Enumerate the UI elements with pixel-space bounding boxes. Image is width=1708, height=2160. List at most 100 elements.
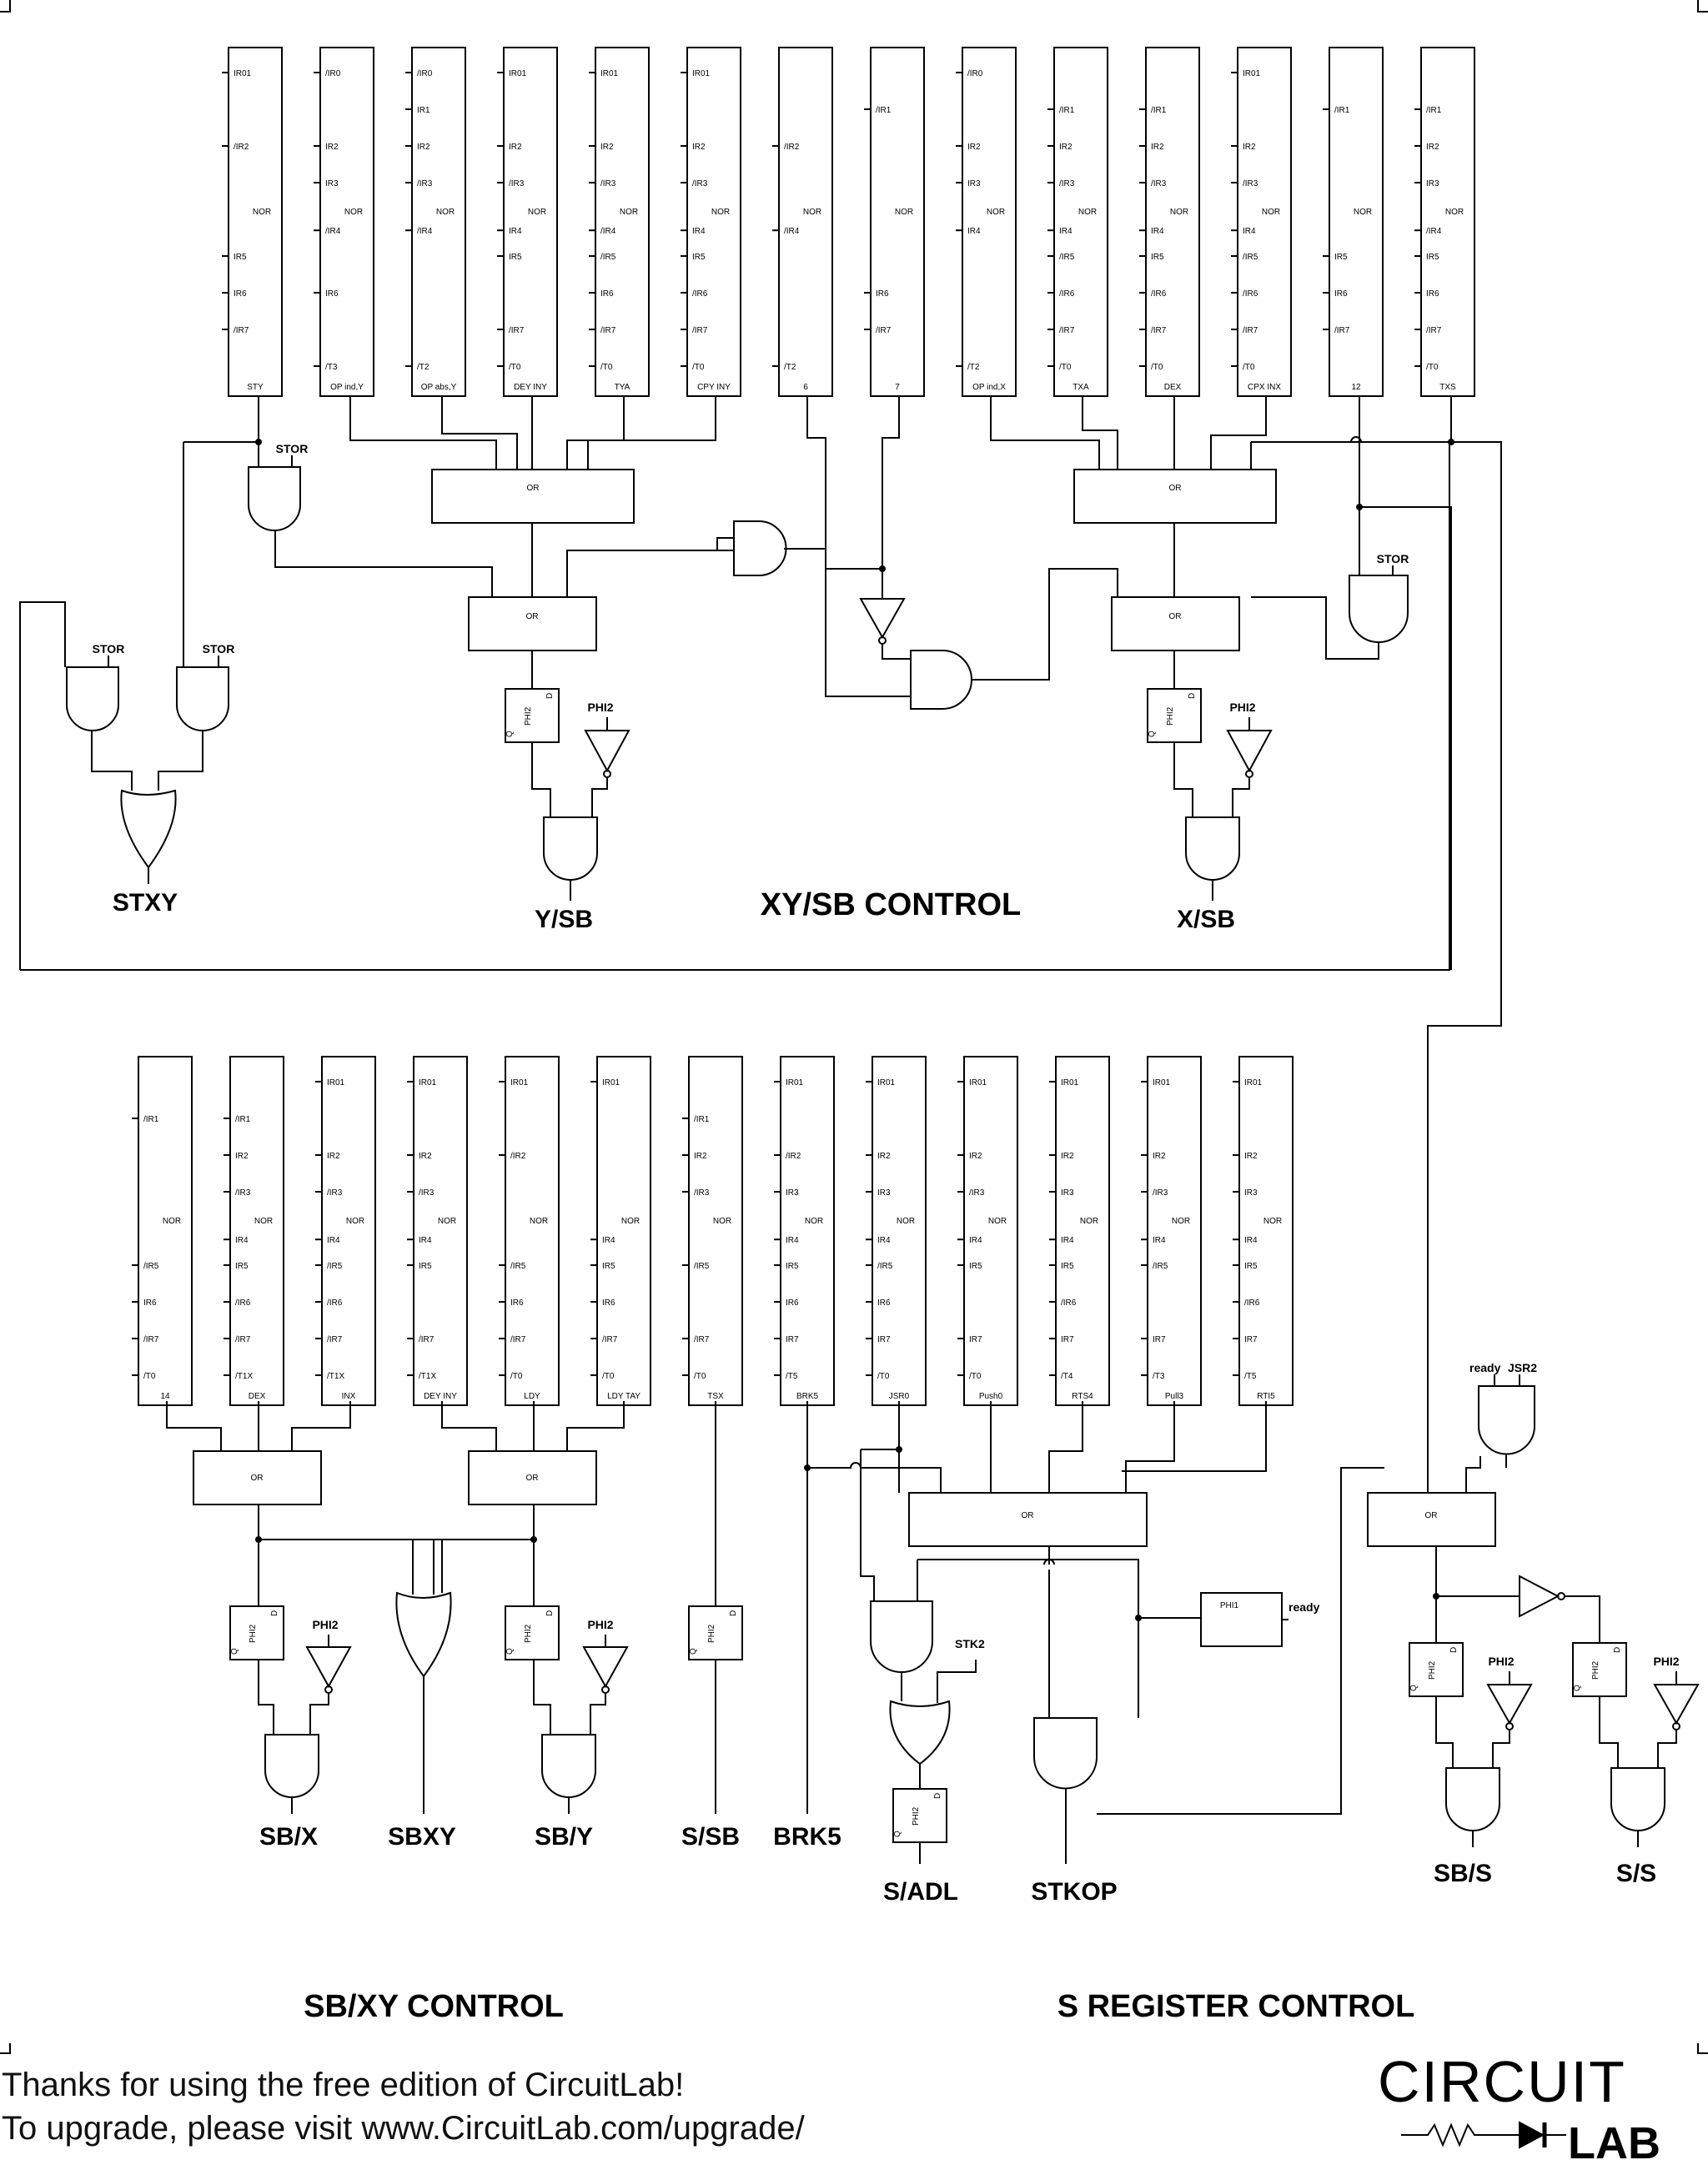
pin-label: /T0 [602, 1372, 615, 1381]
pin-label: IR6 [876, 289, 889, 299]
pin-label: IR4 [1151, 227, 1164, 236]
nor-label: NOR [987, 208, 1005, 217]
pin-label: /IR1 [1334, 106, 1350, 115]
pin-label: /IR4 [325, 227, 341, 236]
pin-label: /IR3 [600, 179, 616, 188]
pin-label: /IR1 [1151, 106, 1167, 115]
nor-label: NOR [436, 208, 455, 217]
svg-text:STOR: STOR [93, 642, 125, 656]
or-mid-left [468, 596, 597, 651]
pin-label: /IR5 [600, 253, 616, 262]
block-name: OP abs,Y [421, 383, 457, 392]
pin-label: /T5 [1244, 1372, 1257, 1381]
pin-label: /IR0 [967, 69, 983, 78]
pin-label: /IR3 [1153, 1188, 1168, 1198]
pin-label: IR01 [877, 1078, 896, 1088]
pin-label: /IR5 [143, 1262, 159, 1271]
pin-label: IR5 [692, 253, 706, 262]
title-s-reg: S REGISTER CONTROL [1057, 1989, 1415, 2024]
nor-label: NOR [620, 208, 638, 217]
pin-label: IR6 [877, 1299, 891, 1308]
pin-label: IR01 [602, 1078, 620, 1088]
svg-text:PHI2: PHI2 [707, 1624, 716, 1643]
nor-label: NOR [1170, 208, 1188, 217]
out-sbxy: SBXY [388, 1823, 456, 1851]
pin-label: IR6 [602, 1299, 615, 1308]
pin-label: IR7 [877, 1335, 891, 1344]
pin-label: IR01 [1153, 1078, 1171, 1088]
pin-label: /IR5 [1059, 253, 1075, 262]
block-name: DEY INY [514, 383, 547, 392]
nor-label: NOR [163, 1217, 181, 1226]
pin-label: /IR1 [1426, 106, 1442, 115]
svg-text:D: D [1449, 1647, 1459, 1653]
svg-text:STOR: STOR [276, 442, 309, 455]
or-a [193, 1450, 322, 1505]
pin-label: IR3 [1244, 1188, 1258, 1198]
circuitlab-logo: CIRCUIT LAB [1378, 2049, 1660, 2160]
svg-text:D: D [933, 1793, 942, 1799]
nor-label: NOR [897, 1217, 915, 1226]
pin-label: IR01 [969, 1078, 987, 1088]
svg-text:PHI2: PHI2 [1229, 701, 1255, 714]
xy_sb-nor-block-7: NOR/IR2/IR4/T26 [772, 47, 833, 397]
pin-label: IR6 [786, 1299, 799, 1308]
or-mid-right [1111, 596, 1240, 651]
pin-label: IR4 [877, 1236, 891, 1245]
pin-label: IR2 [327, 1152, 340, 1161]
pin-label: IR3 [786, 1188, 799, 1198]
svg-text:Q: Q [505, 731, 515, 737]
pin-label: IR2 [967, 143, 981, 152]
svg-text:Q: Q [689, 1648, 698, 1655]
svg-text:OR: OR [1169, 612, 1182, 621]
block-name: TXS [1439, 383, 1456, 392]
pin-label: /IR1 [1059, 106, 1075, 115]
pin-label: /IR4 [417, 227, 433, 236]
pin-label: IR01 [1243, 69, 1261, 78]
pin-label: /T0 [692, 363, 705, 372]
out-brk5: BRK5 [773, 1823, 841, 1851]
svg-text:D: D [729, 1610, 738, 1616]
pin-label: /IR7 [235, 1335, 251, 1344]
block-name: 14 [160, 1392, 170, 1401]
pin-label: IR6 [234, 289, 247, 299]
pin-label: IR01 [510, 1078, 529, 1088]
pin-label: IR5 [969, 1262, 982, 1271]
svg-text:ready: ready [1289, 1600, 1320, 1614]
block-name: LDY TAY [607, 1392, 640, 1401]
out-stxy: STXY [113, 889, 178, 917]
block-name: RTS4 [1072, 1392, 1093, 1401]
pin-label: IR5 [786, 1262, 799, 1271]
pin-label: IR01 [600, 69, 619, 78]
pin-label: /IR7 [876, 326, 892, 335]
pin-label: /IR1 [235, 1115, 251, 1124]
pin-label: IR01 [509, 69, 527, 78]
pin-label: IR2 [1151, 143, 1164, 152]
out-ysb: Y/SB [535, 906, 593, 933]
pin-label: /IR6 [1244, 1299, 1260, 1308]
pin-label: IR01 [786, 1078, 804, 1088]
pin-label: /IR7 [234, 326, 249, 335]
pin-label: IR3 [1061, 1188, 1074, 1198]
pin-label: /IR7 [1426, 326, 1442, 335]
nor-label: NOR [346, 1217, 364, 1226]
pin-label: IR2 [600, 143, 614, 152]
pin-label: IR4 [786, 1236, 799, 1245]
pin-label: /IR7 [509, 326, 525, 335]
svg-text:PHI2: PHI2 [912, 1806, 921, 1826]
block-name: DEY INY [424, 1392, 457, 1401]
pin-label: /IR6 [1059, 289, 1075, 299]
svg-text:D: D [1188, 693, 1197, 699]
nor-label: NOR [438, 1217, 456, 1226]
svg-text:STOR: STOR [1377, 552, 1409, 565]
svg-text:PHI2: PHI2 [524, 1624, 533, 1643]
